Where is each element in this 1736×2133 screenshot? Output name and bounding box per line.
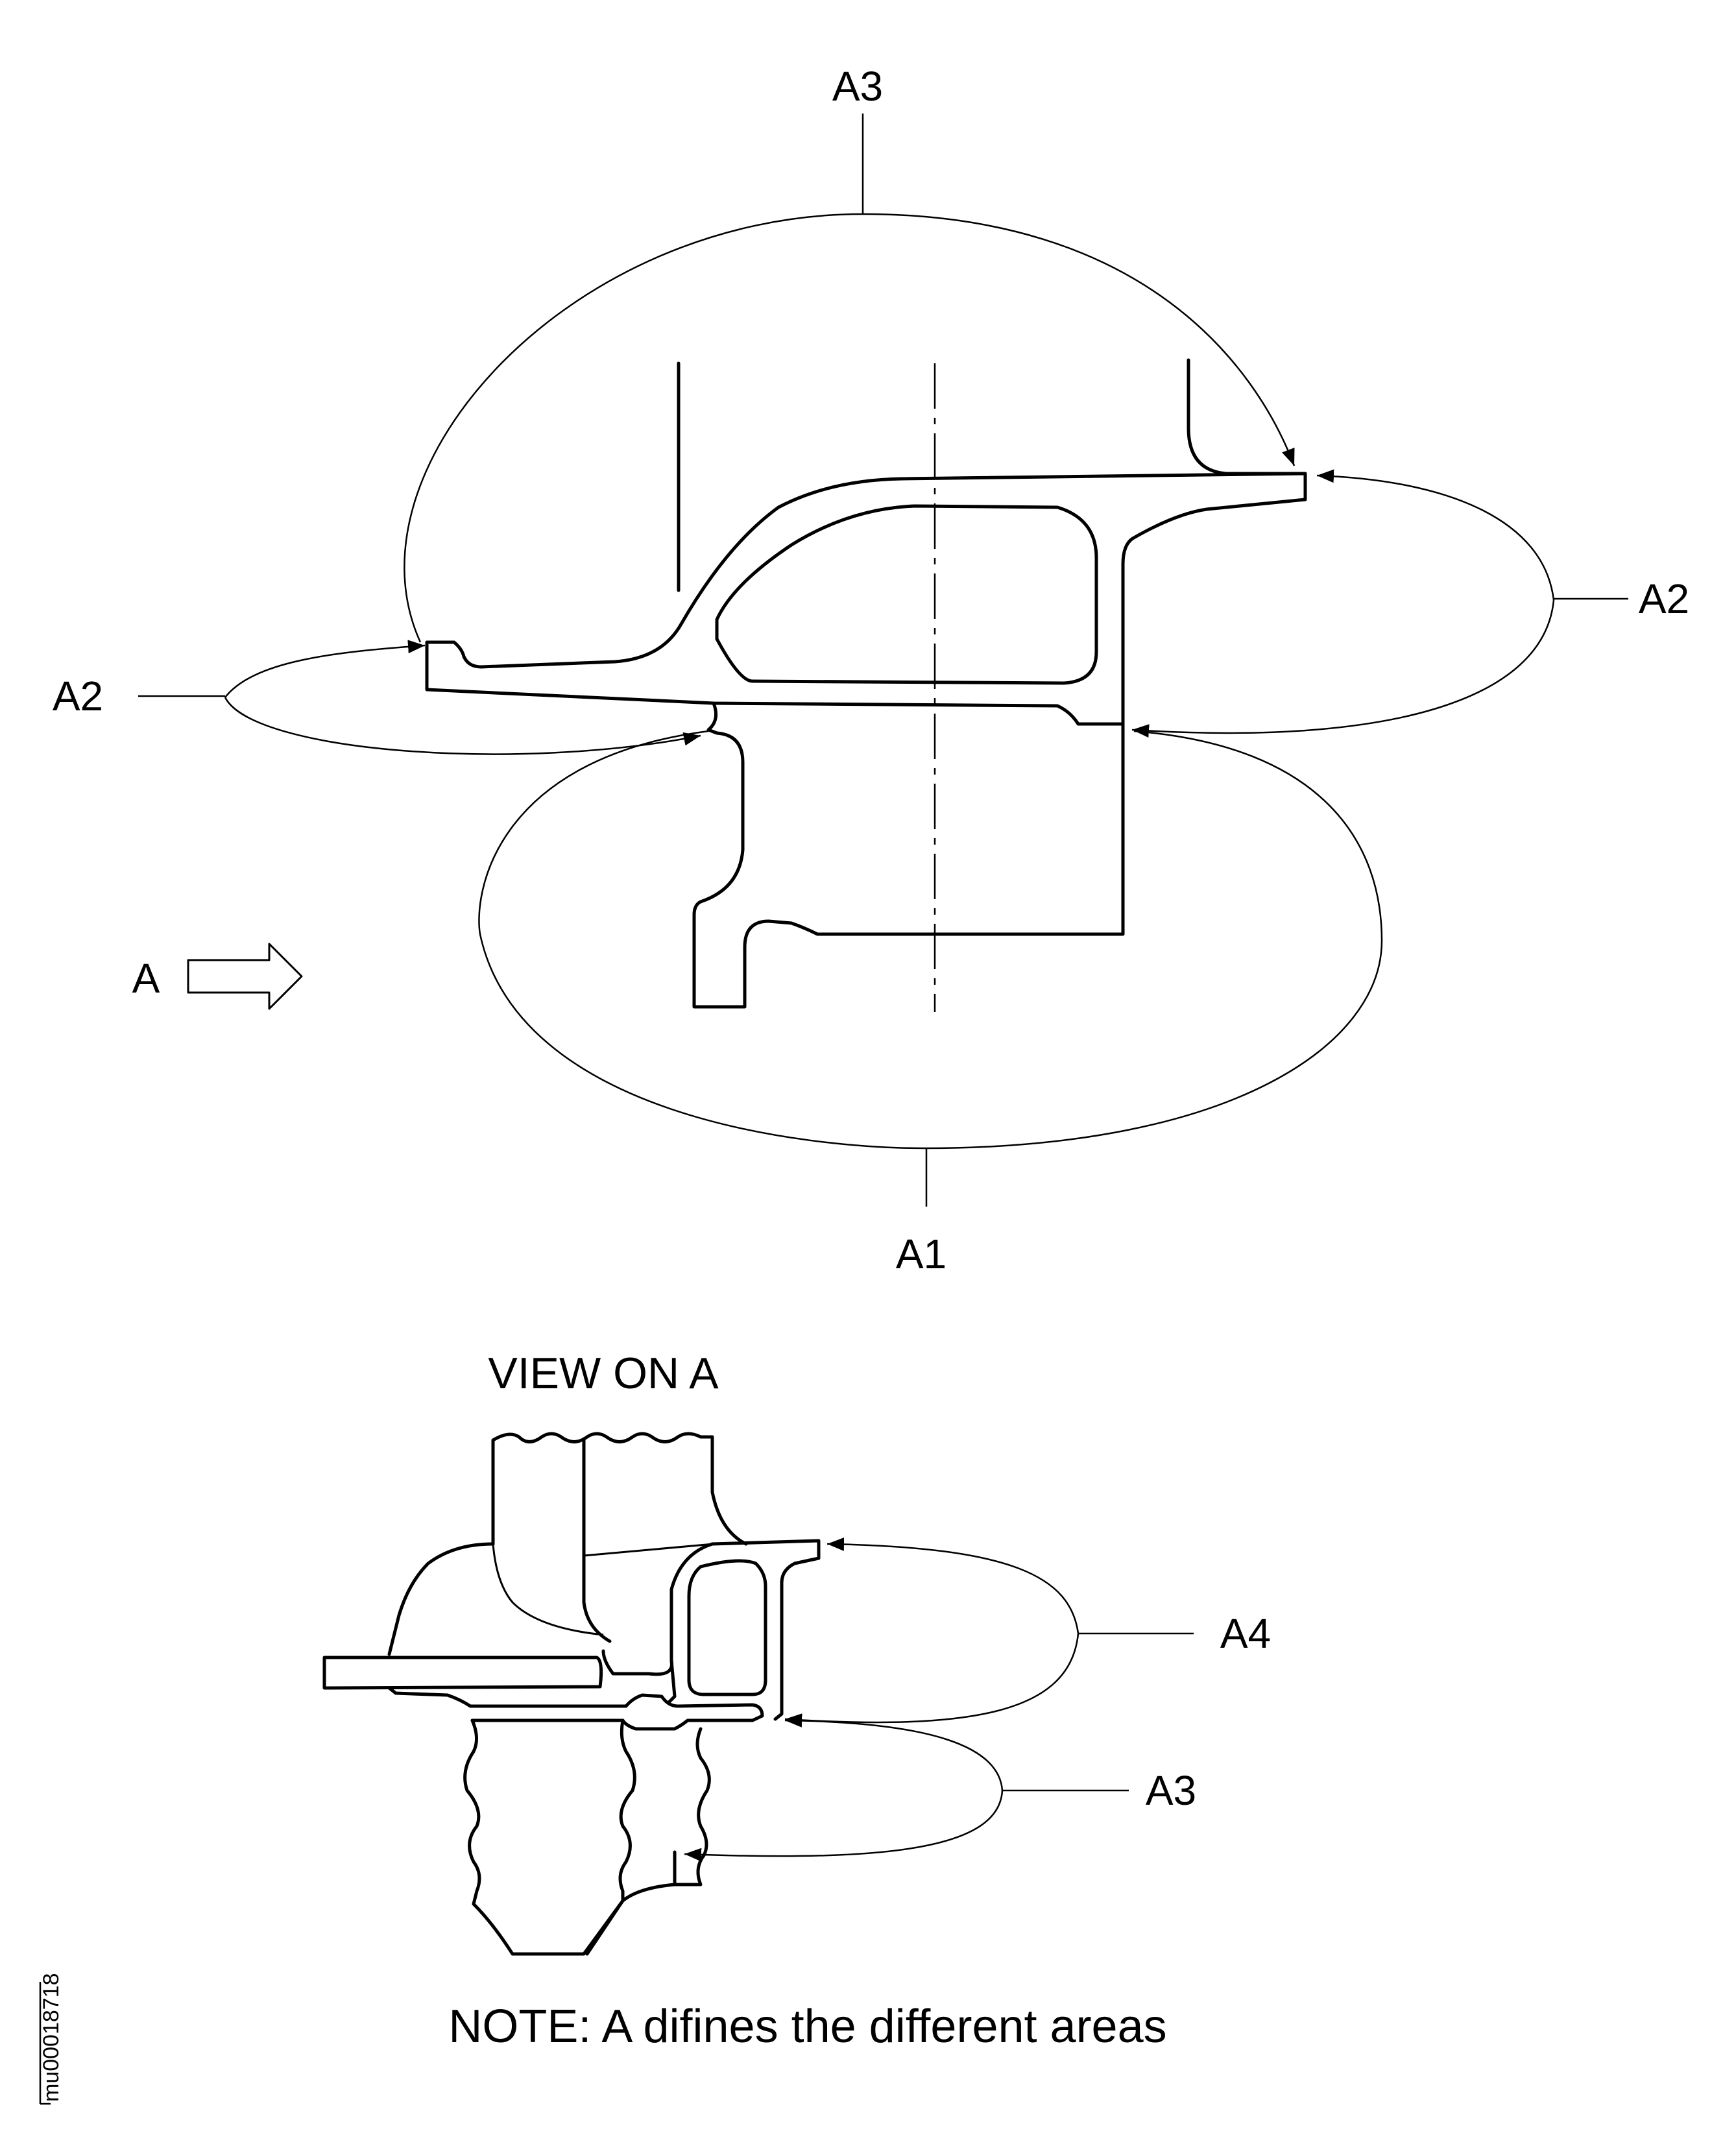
a2-left-ellipse-lower bbox=[224, 697, 701, 755]
lower-rail bbox=[387, 1686, 764, 1731]
blade-neck-outline bbox=[491, 1432, 714, 1443]
blade-right-edge bbox=[710, 1435, 748, 1546]
blade-fillet-inner bbox=[492, 1543, 604, 1636]
label-a4: A4 bbox=[1220, 1610, 1271, 1657]
fir-tree-root-right bbox=[673, 1727, 711, 1886]
upper-platform-outline bbox=[425, 472, 1307, 726]
label-a3-top: A3 bbox=[832, 63, 883, 110]
note-text: NOTE: A difines the different areas bbox=[448, 2001, 1166, 2053]
a2-left-ellipse-upper bbox=[224, 640, 426, 698]
view-cavity bbox=[687, 1559, 767, 1696]
a3-view-ellipse-lower bbox=[684, 1790, 1004, 1862]
fir-tree-root-left bbox=[463, 1718, 677, 1956]
a4-ellipse-upper bbox=[826, 1537, 1079, 1634]
a1-bottom-loop bbox=[478, 730, 1383, 1150]
a2-right-ellipse-upper bbox=[1316, 469, 1555, 601]
a4-ellipse-lower bbox=[784, 1633, 1079, 1727]
view-on-a: VIEW ON A A4 A3 bbox=[322, 1349, 1271, 1956]
view-cavity-outer bbox=[601, 1542, 714, 1676]
label-a2-right: A2 bbox=[1639, 575, 1689, 622]
fir-tree-root-mid bbox=[585, 1718, 636, 1956]
top-view: A3 A2 A2 A1 A bbox=[53, 63, 1689, 1277]
label-a1-bottom: A1 bbox=[896, 1231, 946, 1277]
cavity-outline bbox=[715, 504, 1098, 685]
label-a3-view: A3 bbox=[1146, 1767, 1196, 1814]
view-inner-rail bbox=[666, 1659, 677, 1705]
shank-plate bbox=[322, 1656, 603, 1690]
a3-view-ellipse-upper bbox=[784, 1713, 1004, 1791]
blade-fillet-mid bbox=[582, 1600, 612, 1643]
a2-right-ellipse-lower bbox=[1131, 599, 1555, 738]
view-on-a-title: VIEW ON A bbox=[488, 1349, 719, 1398]
document-id: mu00018718 bbox=[39, 1973, 64, 2102]
view-direction-arrow bbox=[187, 943, 303, 1010]
blade-fillet-left bbox=[387, 1542, 495, 1656]
label-a2-left: A2 bbox=[53, 673, 103, 719]
a3-top-loop bbox=[404, 213, 1296, 643]
platform-top-thin-line bbox=[583, 1543, 714, 1557]
lower-foot-outline bbox=[692, 701, 1125, 1009]
view-platform-top bbox=[710, 1539, 821, 1721]
label-view-arrow: A bbox=[132, 955, 160, 1002]
right-vertical-line bbox=[1187, 358, 1307, 476]
